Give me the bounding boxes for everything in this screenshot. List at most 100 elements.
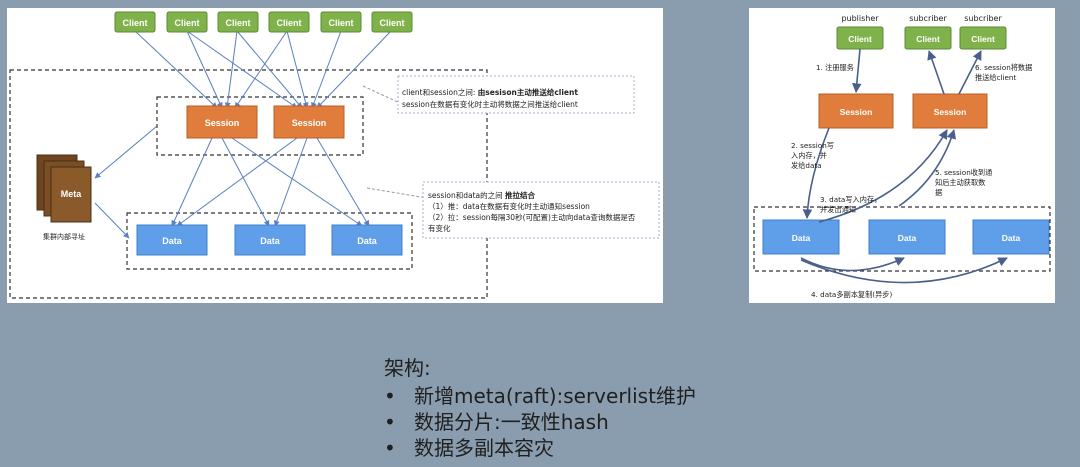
data-label: Data	[792, 233, 811, 243]
note2-line2: （1）推：data在数据有变化时主动通知session	[428, 201, 590, 211]
step4-label: 4. data多副本复制(异步)	[811, 290, 892, 299]
data-node	[234, 224, 306, 256]
subscriber-label: subcriber	[964, 14, 1002, 23]
client-label: Client	[379, 18, 404, 28]
subscriber-client-label: Client	[916, 34, 940, 44]
architecture-diagram-panel: Client Client Client Client Client Clien…	[7, 8, 663, 303]
flow-arrows	[800, 48, 1008, 284]
bullet-icon: •	[384, 384, 396, 408]
arrow-replicate-2	[800, 257, 1008, 284]
arrow-session-fetch	[898, 129, 957, 207]
client-node	[217, 11, 259, 33]
data-group-boundary	[126, 212, 413, 270]
client-node	[166, 11, 208, 33]
note1-line2: session在数据有变化时主动将数据之间推送给client	[402, 99, 578, 109]
note1-line1-prefix: client和session之间:	[402, 87, 478, 97]
meta-session-link	[94, 125, 158, 179]
data-node	[972, 219, 1050, 255]
data-node	[762, 219, 840, 255]
bullet-icon: •	[384, 436, 396, 460]
summary-heading: 架构:	[384, 356, 431, 380]
summary-list: • 新增meta(raft):serverlist维护 • 数据分片:一致性hash…	[384, 383, 1064, 461]
data-label: Data	[898, 233, 917, 243]
client-node	[268, 11, 310, 33]
client-node	[114, 11, 156, 33]
step2-line: 2. session写	[791, 141, 834, 150]
note1-line1: client和session之间: 由sesison主动推送给client	[402, 87, 578, 97]
note-session-data	[422, 181, 660, 239]
step3-line: 并发出通知	[820, 205, 856, 214]
note2-pointer	[366, 187, 428, 199]
step6-line: 推送给client	[975, 73, 1016, 82]
subscriber-client-node	[904, 26, 952, 50]
step3-line: 3. data写入内存，	[820, 195, 881, 204]
meta-caption: 集群内部寻址	[43, 232, 85, 241]
note1-line1-bold: 由sesison主动推送给client	[478, 87, 579, 97]
step6-line: 6. session将数据	[975, 63, 1032, 72]
subscriber-label: subcriber	[909, 14, 947, 23]
note-client-session	[397, 75, 635, 114]
data-label: Data	[1002, 233, 1021, 243]
step5-line: 知后主动获取数	[935, 178, 985, 187]
data-label: Data	[357, 236, 378, 246]
data-label: Data	[260, 236, 281, 246]
architecture-diagram: Client Client Client Client Client Clien…	[9, 11, 660, 299]
publisher-label: publisher	[841, 14, 879, 23]
data-node	[868, 219, 946, 255]
session-label: Session	[205, 118, 240, 128]
arrow-session-to-data	[802, 127, 830, 219]
note1-pointer	[362, 85, 403, 105]
session-data-links	[171, 137, 370, 227]
client-label: Client	[276, 18, 301, 28]
arrow-replicate-1	[800, 257, 905, 272]
session-node	[912, 93, 988, 129]
session-label: Session	[292, 118, 327, 128]
data-label: Data	[162, 236, 183, 246]
bullet-icon: •	[384, 410, 396, 434]
meta-label: Meta	[61, 189, 82, 199]
arrow-push-sub2	[958, 50, 982, 95]
client-label: Client	[174, 18, 199, 28]
summary-item-text: 数据多副本容灾	[414, 436, 554, 460]
note2-line1: session和data的之间 推拉结合	[428, 190, 536, 200]
session-node	[186, 105, 258, 139]
client-nodes: Client Client Client Client Client Clien…	[114, 11, 413, 33]
step2-line: 发给data	[791, 161, 822, 170]
session-node	[818, 93, 894, 129]
note2-line1-prefix: session和data的之间	[428, 190, 505, 200]
client-node	[371, 11, 413, 33]
flow-diagram: publisher subcriber subcriber Client Cli…	[753, 14, 1051, 299]
arrow-push-sub1	[927, 50, 945, 95]
meta-layer-front	[50, 166, 92, 223]
summary-item-text: 新增meta(raft):serverlist维护	[414, 384, 696, 408]
meta-node: Meta	[36, 154, 92, 223]
session-node	[273, 105, 345, 139]
arrow-register	[852, 48, 862, 93]
client-label: Client	[225, 18, 250, 28]
publisher-client-label: Client	[848, 34, 872, 44]
subscriber-client-label: Client	[971, 34, 995, 44]
note2-line1-bold: 推拉结合	[505, 190, 535, 200]
flow-diagram-panel: publisher subcriber subcriber Client Cli…	[749, 8, 1055, 303]
summary-item-text: 数据分片:一致性hash	[414, 410, 609, 434]
arrow-data-notify	[818, 129, 948, 223]
session-label: Session	[934, 107, 967, 117]
data-node	[136, 224, 208, 256]
client-node	[320, 11, 362, 33]
data-node	[331, 224, 403, 256]
summary-item: • 数据分片:一致性hash	[384, 409, 1064, 435]
step5-line: 据	[935, 188, 942, 197]
summary-item: • 新增meta(raft):serverlist维护	[384, 383, 1064, 409]
subscriber-client-node	[959, 26, 1007, 50]
step5-line: 5. session收到通	[935, 168, 992, 177]
architecture-summary: 架构: • 新增meta(raft):serverlist维护 • 数据分片:一致性…	[384, 352, 1064, 461]
step2-line: 入内存，并	[791, 151, 827, 160]
meta-data-link	[94, 202, 130, 239]
note2-line3: （2）拉：session每隔30秒(可配置)主动向data查询数据是否	[428, 212, 636, 222]
client-session-links	[134, 30, 392, 109]
step1-label: 1. 注册服务	[816, 63, 854, 72]
session-label: Session	[840, 107, 873, 117]
summary-item: • 数据多副本容灾	[384, 435, 1064, 461]
data-group-boundary	[753, 206, 1051, 272]
client-label: Client	[122, 18, 147, 28]
